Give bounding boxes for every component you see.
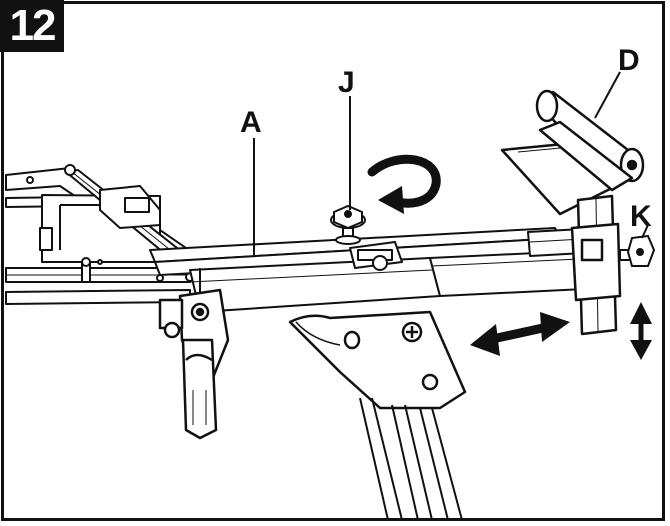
rotate-arrow-icon [367, 154, 441, 214]
callout-d: D [618, 44, 640, 77]
extension-arm-a [149, 227, 606, 313]
leader-lines [253, 71, 649, 255]
lever-clamp [158, 288, 230, 440]
double-arrow-horizontal-icon [470, 312, 570, 356]
knob-k [619, 234, 656, 267]
mounting-plate [288, 310, 467, 410]
double-arrow-vertical-icon [630, 302, 652, 360]
knob-j [330, 204, 366, 245]
callout-a: A [240, 106, 262, 139]
step-number-badge: 12 [0, 0, 64, 52]
stand-legs [359, 397, 463, 521]
callout-k: K [630, 200, 652, 233]
stand-frame [5, 164, 216, 305]
roller-support-d [500, 89, 645, 336]
figure-border [1, 1, 665, 521]
callout-j: J [338, 66, 355, 99]
